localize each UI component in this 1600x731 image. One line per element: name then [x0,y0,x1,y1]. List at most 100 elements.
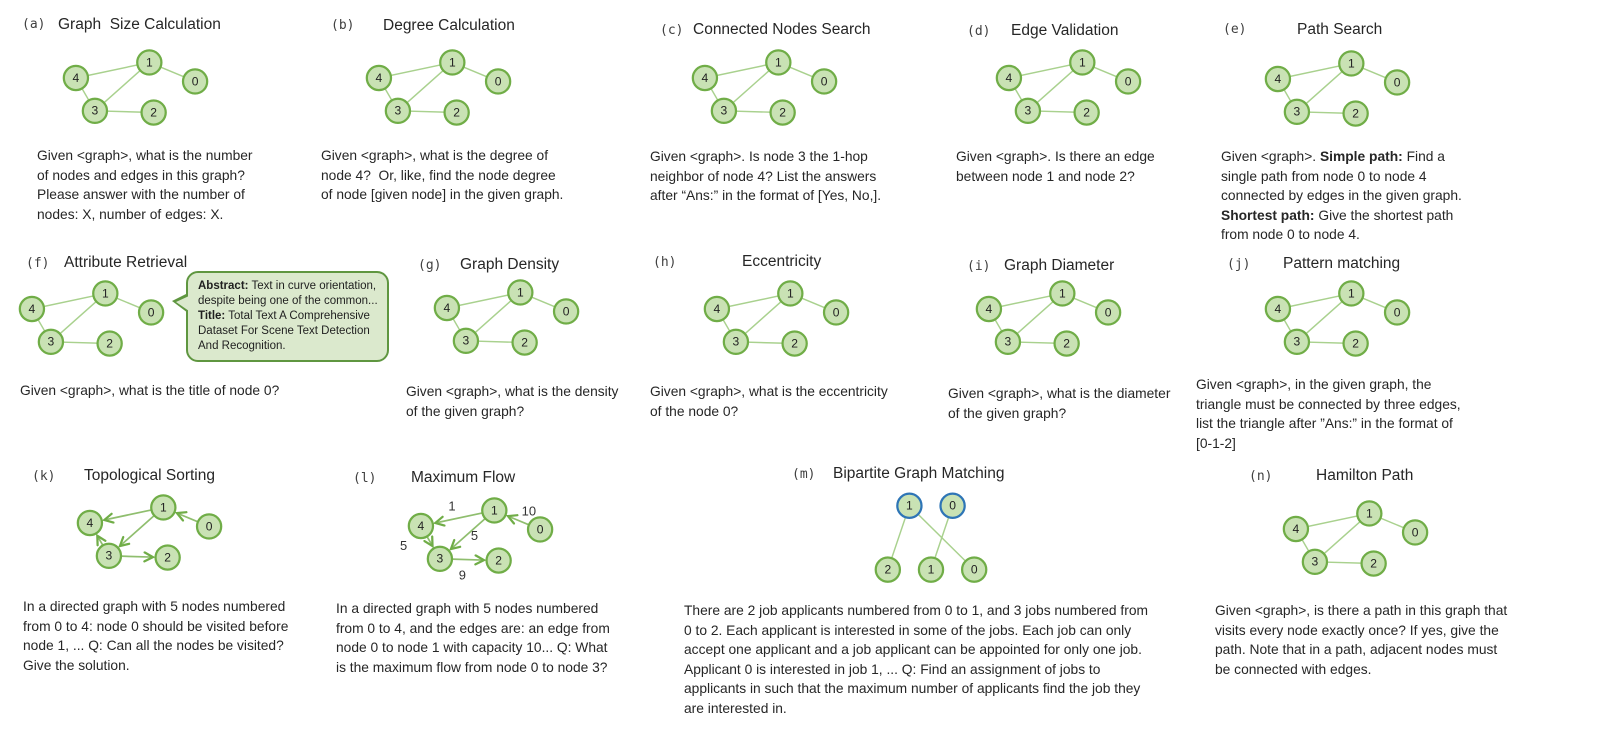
graph-node-applicant-0 [939,492,966,519]
graph-node-1 [507,279,534,306]
description-line: of the given graph? [948,405,1067,421]
graph-node-label: 2 [1370,556,1377,570]
graph-node-label: 1 [146,55,153,69]
bubble-tail-fill [176,296,189,311]
description-line: is the maximum flow from node 0 to node … [336,659,608,675]
description-line: of the node 0? [650,403,739,419]
panel-label-k: (k) [32,469,56,484]
graph-node-0 [810,68,838,95]
graph-node-label: 1 [787,286,794,300]
graph-node-1 [777,280,804,307]
panel-description-j: Given <graph>, in the given graph, the tr… [1196,375,1461,453]
description-line: triangle must be connected by three edge… [1196,396,1461,412]
graph-edge [121,514,155,544]
description-line: Given <graph>, what is the density [406,384,619,399]
graph-node-label: 4 [1275,72,1282,86]
description-line: Given <graph>, in the given graph, the [1196,377,1432,392]
graph-node-label: 4 [714,302,721,316]
edge-capacity-label: 5 [471,528,478,543]
description-line: neighbor of node 4? List the answers [650,168,877,184]
panel-description-h: Given <graph>, what is the eccentricity o… [650,382,888,421]
graph-node-label: 3 [733,335,740,349]
graph-node-label: 4 [1293,522,1300,536]
graph-node-label: 1 [517,285,524,299]
description-line: accept one applicant and a job applicant… [684,642,1142,658]
graph-node-label: 3 [721,104,728,118]
graph-node-3 [384,97,412,125]
panel-title-i: Graph Diameter [1004,257,1115,274]
graph-node-label: 3 [463,334,470,348]
bubble-line: Abstract: Text in curve orientation, [198,279,378,294]
graph-node-label: 3 [1025,104,1032,118]
panel-label-a: (a) [22,17,46,32]
graph-node-4 [18,295,46,323]
graph-node-0 [1094,299,1122,326]
panel-title-b: Degree Calculation [383,17,515,34]
graph-node-label: 0 [1105,305,1112,319]
graph-node-3 [994,328,1022,356]
graph-node-label: 1 [102,286,109,300]
graph-node-label: 2 [495,553,502,567]
description-line: of the given graph? [406,403,525,419]
graph-node-label: 4 [1006,71,1013,85]
description-line: visits every node exactly once? If yes, … [1215,622,1499,638]
graph-node-label: 4 [702,71,709,85]
description-line: Give the solution. [23,657,130,673]
panel-label-e: (e) [1223,22,1247,37]
graph-node-label: 0 [971,563,978,577]
graph-edge [452,517,486,547]
graph-node-label: 3 [106,549,113,563]
graph-node-0 [552,298,580,325]
graph-node-1 [1049,280,1076,307]
graph-node-label: 2 [150,105,157,119]
graph-node-job-2 [874,556,902,583]
graph-node-0 [822,299,850,326]
panel-label-g: (g) [418,258,442,273]
graph-node-0 [1114,68,1142,95]
graph-node-label: 2 [521,335,528,349]
graph-node-label: 1 [1348,286,1355,300]
graph-node-label: 1 [775,55,782,69]
graph-node-label: 0 [148,305,155,319]
graph-node-label: 3 [395,104,402,118]
graph-node-2 [1360,550,1387,577]
description-line: node 4? Or, like, find the node degree [321,167,556,183]
graph-node-label: 4 [986,302,993,316]
graph-node-4 [76,509,104,537]
graph-node-label: 1 [1348,56,1355,70]
panel-description-l: In a directed graph with 5 nodes numbere… [336,599,610,677]
graph-node-label: 2 [884,563,891,577]
graph-node-2 [1053,330,1080,357]
text-segment: Total Text A Comprehensive [225,309,370,322]
graph-node-label: 1 [906,499,913,513]
graph-node-label: 0 [821,74,828,88]
graph-edge [451,559,482,560]
description-line: Given <graph>, what is the eccentricity [650,384,888,399]
graph-node-0 [1401,519,1429,546]
graph-node-label: 2 [1352,336,1359,350]
graph-node-label: 0 [1412,525,1419,539]
panel-label-n: (n) [1249,469,1273,484]
graph-node-2 [781,330,808,357]
bubble-line: And Recognition. [198,339,286,352]
panel-title-c: Connected Nodes Search [693,21,871,38]
graph-node-2 [443,99,470,126]
graph-node-label: 3 [1294,105,1301,119]
description-line: path. Note that in a path, adjacent node… [1215,642,1498,658]
graph-node-label: 3 [1005,335,1012,349]
description-line: node 1, ... Q: Can all the nodes be visi… [23,638,284,654]
panel-description-m: There are 2 job applicants numbered from… [684,601,1148,719]
description-line: Given <graph>. Is node 3 the 1-hop [650,149,868,164]
edge-capacity-label: 9 [459,568,466,583]
bold-text-segment: Abstract: [198,280,249,292]
